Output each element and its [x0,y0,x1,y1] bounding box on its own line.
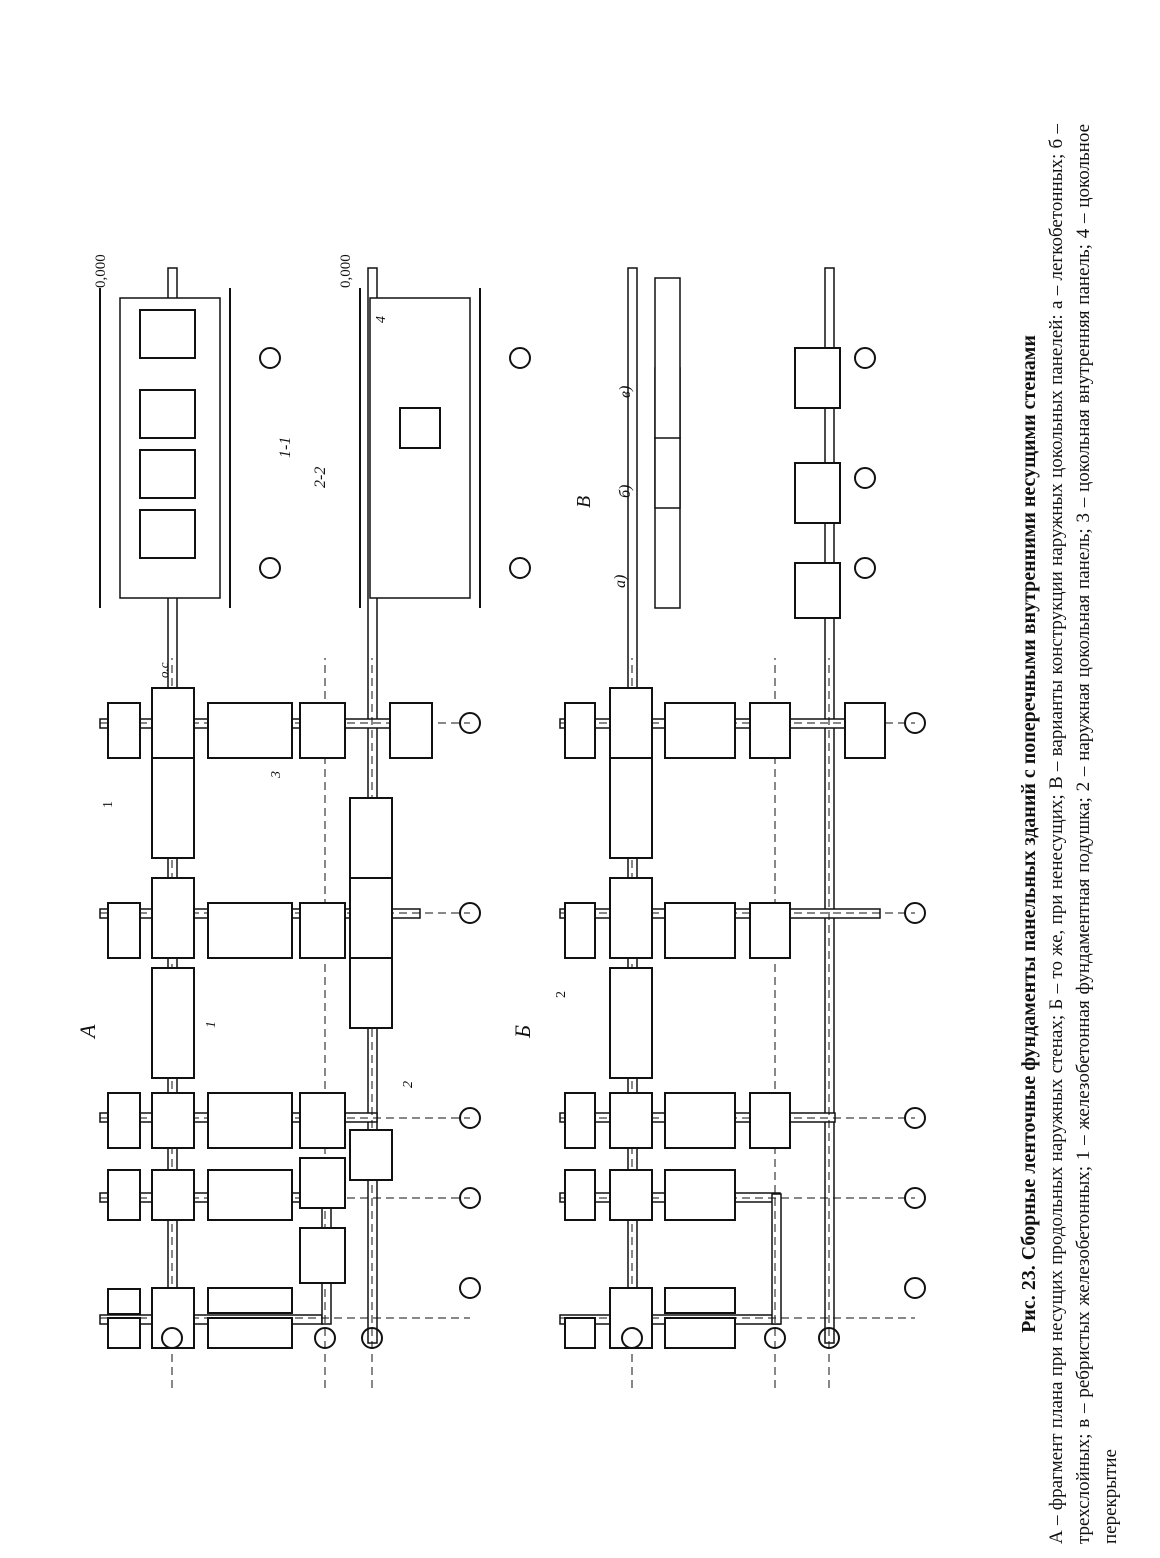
callout-3-label: 3 [269,771,284,779]
elevation-1-label: 0,000 [93,254,109,288]
section-1-1 [99,288,281,608]
callout-1-label: 1 [204,1021,219,1028]
callout-4-label: 4 [374,316,389,323]
section-22-label: 2-2 [312,467,329,488]
figure-caption: Рис. 23. Сборные ленточные фундаменты па… [1016,124,1124,1544]
caption-title: Рис. 23. Сборные ленточные фундаменты па… [1018,335,1040,1333]
variant-b-label: б) [617,485,634,498]
plan-b [559,267,926,1388]
plan-a [99,267,481,1388]
caption-body: А – фрагмент плана при несущих продольны… [1046,124,1121,1544]
variant-a-label: а) [612,575,629,588]
callout-2-label: 2 [401,1081,416,1088]
section-2-2 [359,288,531,608]
plan-b-label: Б [510,1025,535,1039]
cut-2-label: 2 [554,991,569,998]
elevation-2-label: 0,000 [338,254,354,288]
variants-v [654,277,876,619]
plan-a-label: А [75,1024,100,1040]
section-11-label: 1-1 [277,437,294,458]
variants-label: В [573,496,595,508]
axis-os-label: о.с [156,662,171,678]
rotated-drawing-group: А Б В 1-1 2-2 а) б) в) 0,000 0,000 1 2 1… [75,254,926,1388]
cut-1-label: 1 [101,801,116,808]
variant-v-label: в) [617,386,634,398]
